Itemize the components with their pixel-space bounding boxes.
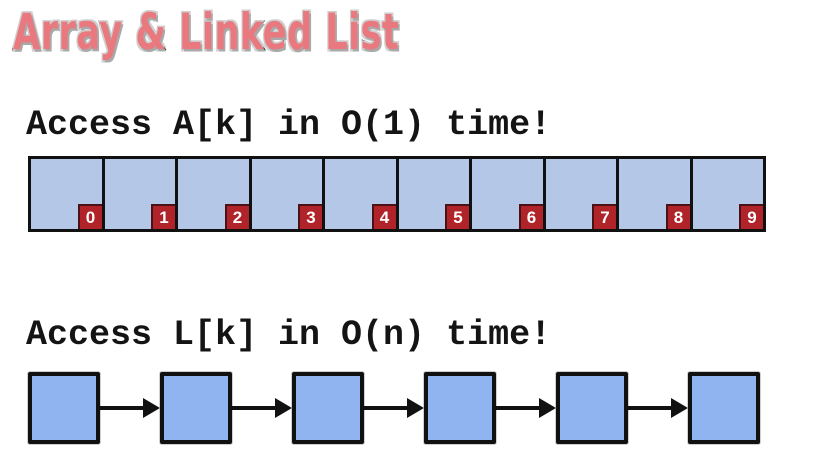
array-cell: 8 [619, 159, 693, 229]
next-pointer-arrow-icon [628, 372, 688, 444]
arrow-head-icon [143, 398, 160, 418]
next-pointer-arrow-icon [100, 372, 160, 444]
array-cell: 9 [692, 159, 763, 229]
linked-list-caption: Access L[k] in O(n) time! [26, 315, 552, 355]
array-cell: 3 [251, 159, 325, 229]
next-pointer-arrow-icon [232, 372, 292, 444]
list-node [556, 372, 628, 444]
list-node [292, 372, 364, 444]
arrow-head-icon [275, 398, 292, 418]
list-node [28, 372, 100, 444]
arrow-line [496, 406, 539, 410]
slide-title: Array & Linked List [12, 2, 400, 62]
array-diagram: 0 1 2 3 4 5 6 7 8 9 [28, 156, 766, 232]
index-badge: 5 [445, 204, 469, 229]
index-badge: 3 [298, 204, 322, 229]
arrow-line [628, 406, 671, 410]
array-cell: 4 [325, 159, 399, 229]
array-cell: 2 [178, 159, 252, 229]
index-badge: 8 [665, 204, 690, 229]
index-badge: 1 [151, 204, 175, 229]
arrow-head-icon [671, 398, 688, 418]
array-cell: 5 [398, 159, 472, 229]
list-node [160, 372, 232, 444]
arrow-head-icon [539, 398, 556, 418]
index-badge: 2 [224, 204, 249, 229]
arrow-head-icon [407, 398, 424, 418]
index-badge: 7 [592, 204, 616, 229]
array-caption: Access A[k] in O(1) time! [26, 105, 552, 145]
next-pointer-arrow-icon [364, 372, 424, 444]
next-pointer-arrow-icon [496, 372, 556, 444]
arrow-line [232, 406, 275, 410]
arrow-line [100, 406, 143, 410]
index-badge: 0 [77, 204, 102, 229]
array-cell: 7 [545, 159, 619, 229]
arrow-line [364, 406, 407, 410]
index-badge: 9 [739, 204, 763, 229]
index-badge: 4 [371, 204, 396, 229]
list-node [424, 372, 496, 444]
linked-list-diagram [28, 372, 760, 444]
index-badge: 6 [518, 204, 543, 229]
array-cell: 6 [472, 159, 546, 229]
array-cell: 1 [104, 159, 178, 229]
array-cell: 0 [31, 159, 105, 229]
list-node [688, 372, 760, 444]
